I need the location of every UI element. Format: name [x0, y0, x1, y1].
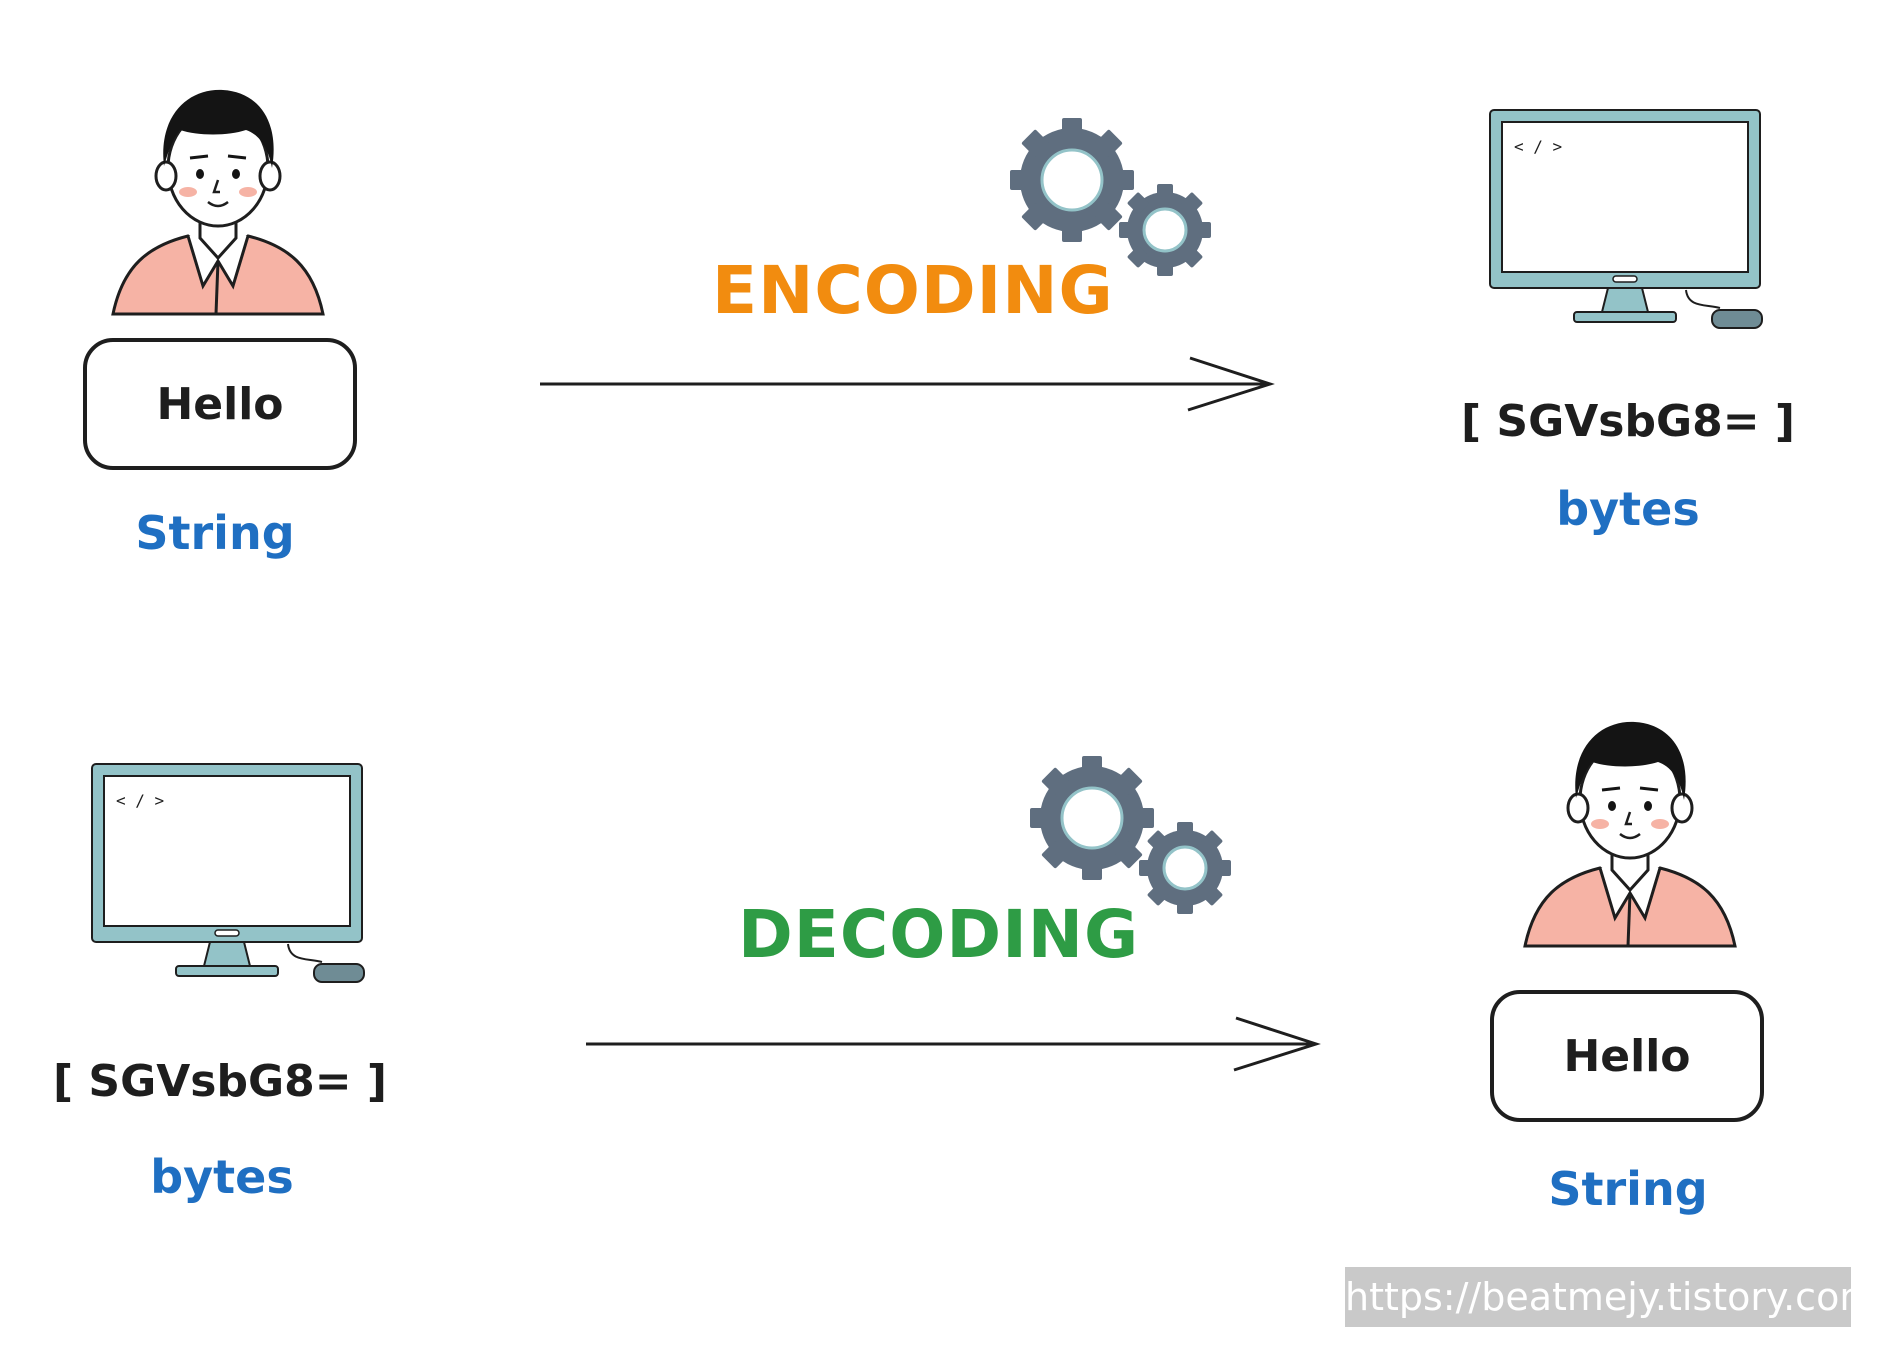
- type-label-bytes: bytes: [1556, 482, 1700, 536]
- encoding-label: ENCODING: [712, 252, 1114, 329]
- gear-icon: [1030, 756, 1231, 914]
- message-text: Hello: [156, 378, 284, 430]
- string-box: Hello: [83, 338, 357, 470]
- person-icon: [111, 89, 325, 316]
- string-box: Hello: [1490, 990, 1764, 1122]
- arrow-right-icon: [540, 356, 1275, 412]
- screen-code: < / >: [1514, 137, 1562, 156]
- bytes-value: [ SGVsbG8= ]: [1461, 396, 1795, 447]
- monitor-icon: < / >: [91, 763, 365, 983]
- type-label-string: String: [135, 506, 295, 560]
- screen-code: < / >: [116, 791, 164, 810]
- type-label-bytes: bytes: [150, 1150, 294, 1204]
- decoding-label: DECODING: [738, 896, 1140, 973]
- bytes-value: [ SGVsbG8= ]: [53, 1056, 387, 1107]
- gear-icon: [1010, 118, 1211, 276]
- person-icon: [1523, 721, 1737, 948]
- watermark-url: https://beatmejy.tistory.com: [1345, 1267, 1876, 1327]
- type-label-string: String: [1548, 1162, 1708, 1216]
- arrow-right-icon: [586, 1016, 1321, 1072]
- message-text: Hello: [1563, 1030, 1691, 1082]
- monitor-icon: < / >: [1489, 109, 1763, 329]
